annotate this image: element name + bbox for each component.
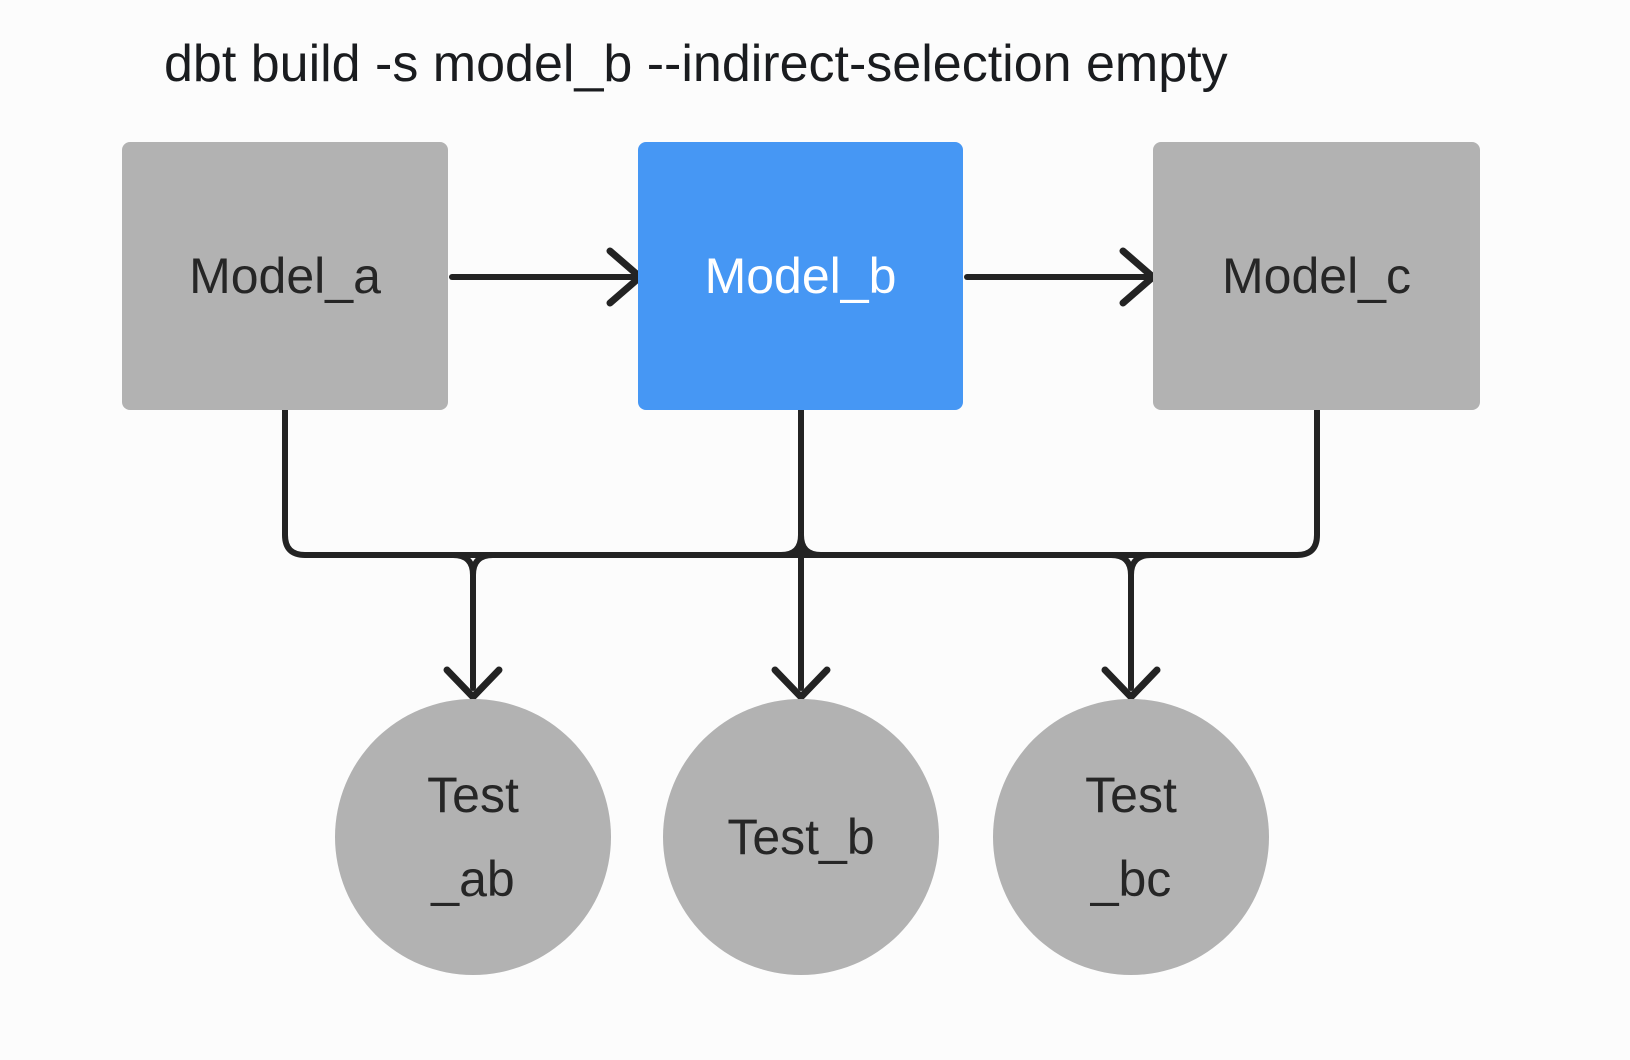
node-test-bc-label-line1: Test <box>1085 767 1177 823</box>
node-test-ab-label-line1: Test <box>427 767 519 823</box>
node-model-c-label: Model_c <box>1222 248 1411 304</box>
edge-fillet-model-b-left <box>778 532 804 558</box>
arrowhead-test-bc <box>1101 666 1161 701</box>
node-model-c: Model_c <box>1153 142 1480 410</box>
node-model-a: Model_a <box>122 142 448 410</box>
node-model-a-label: Model_a <box>189 248 381 304</box>
node-test-b-label: Test_b <box>727 809 875 865</box>
edge-fillet-test-ab-right <box>470 552 496 578</box>
edge-fillet-model-b-right <box>798 532 824 558</box>
node-test-bc-label-line2: _bc <box>1090 851 1172 907</box>
node-model-b-selected: Model_b <box>638 142 963 410</box>
node-test-b: Test_b <box>663 699 939 975</box>
node-test-ab: Test _ab <box>335 699 611 975</box>
arrowhead-test-ab <box>443 666 503 701</box>
arrowhead-test-b <box>771 666 831 701</box>
node-test-ab-label-line2: _ab <box>431 851 515 907</box>
diagram-title: dbt build -s model_b --indirect-selectio… <box>164 35 1228 93</box>
node-test-bc: Test _bc <box>993 699 1269 975</box>
edge-fillet-test-bc-right <box>1128 552 1154 578</box>
node-model-b-label: Model_b <box>704 248 897 304</box>
